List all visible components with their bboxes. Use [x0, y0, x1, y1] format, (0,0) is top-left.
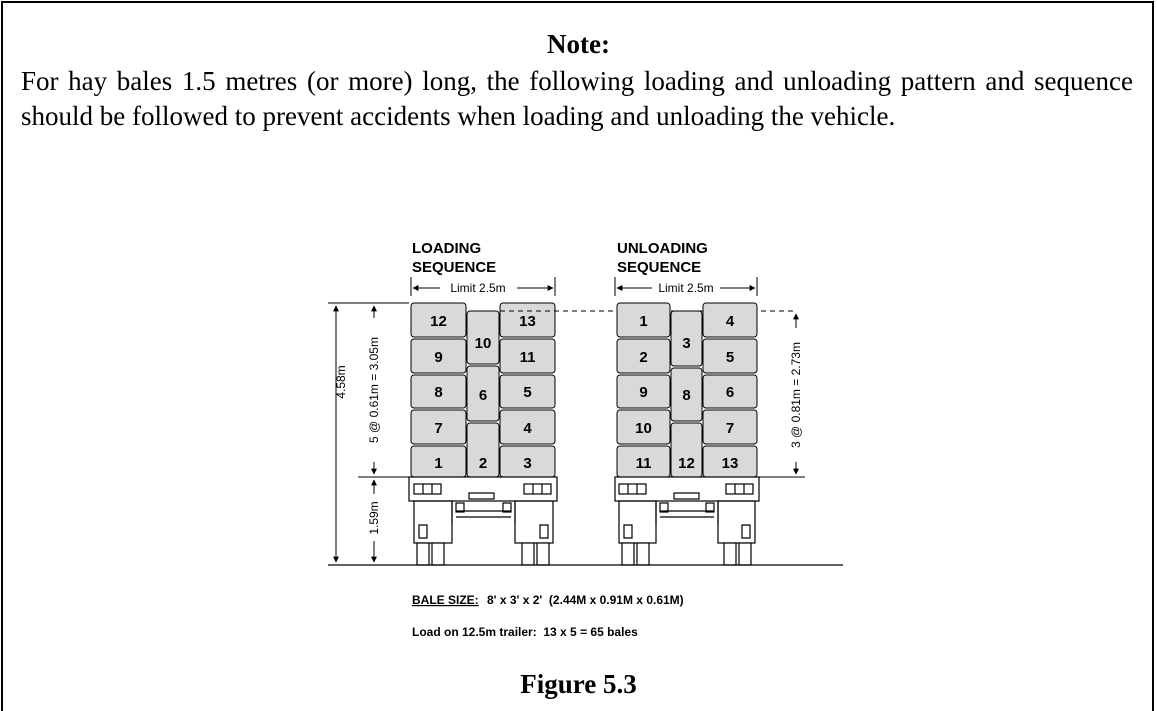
bale: 13 [499, 302, 556, 338]
note-heading: Note: [547, 29, 610, 59]
svg-text:4: 4 [726, 313, 735, 330]
loading-stack: 12 9 8 7 1 10 [410, 302, 556, 478]
loading-dim-total: 4.58m [334, 365, 348, 398]
bale: 4 [499, 409, 556, 445]
unloading-limit-dimension: Limit 2.5m [614, 277, 758, 296]
bale: 10 [466, 310, 500, 365]
unloading-truck-rear [614, 476, 760, 566]
svg-text:8: 8 [682, 387, 690, 404]
unloading-stack: 1 2 9 10 11 3 [616, 302, 758, 478]
svg-text:3: 3 [523, 455, 531, 472]
bale: 6 [466, 365, 500, 422]
svg-text:7: 7 [434, 420, 442, 437]
loading-limit-label: Limit 2.5m [450, 281, 505, 295]
loading-title-line1: LOADING [412, 240, 481, 257]
bale: 6 [702, 374, 758, 409]
bale: 2 [466, 422, 500, 478]
svg-text:12: 12 [430, 313, 447, 330]
bale: 10 [616, 409, 671, 445]
svg-text:5: 5 [523, 384, 531, 401]
svg-text:2: 2 [639, 349, 647, 366]
bale: 9 [410, 338, 467, 374]
bale: 4 [702, 302, 758, 338]
figure-caption: Figure 5.3 [520, 669, 637, 699]
bale: 8 [410, 374, 467, 409]
unloading-title-line1: UNLOADING [617, 240, 708, 257]
svg-text:3: 3 [682, 335, 690, 352]
loading-limit-dimension: Limit 2.5m [410, 277, 556, 296]
svg-text:5: 5 [726, 349, 734, 366]
bale: 11 [499, 338, 556, 374]
note-body: For hay bales 1.5 metres (or more) long,… [21, 66, 1133, 131]
bale: 13 [702, 445, 758, 478]
svg-text:10: 10 [635, 420, 652, 437]
svg-text:6: 6 [479, 387, 487, 404]
load-text: Load on 12.5m trailer: 13 x 5 = 65 bales [412, 625, 638, 639]
svg-text:9: 9 [639, 384, 647, 401]
unloading-title-line2: SEQUENCE [617, 259, 701, 276]
bale: 5 [499, 374, 556, 409]
bale: 1 [410, 445, 467, 478]
loading-height-dimensions: 4.58m 5 @ 0.61m = 3.05m 1.59m [328, 302, 409, 563]
bale: 3 [499, 445, 556, 478]
svg-text:13: 13 [722, 455, 739, 472]
svg-text:6: 6 [726, 384, 734, 401]
loading-truck-rear [408, 476, 558, 566]
bale: 5 [702, 338, 758, 374]
bale: 1 [616, 302, 671, 338]
svg-text:13: 13 [519, 313, 536, 330]
bale-size-label: BALE SIZE: [412, 593, 479, 607]
bale: 7 [702, 409, 758, 445]
svg-text:8: 8 [434, 384, 442, 401]
bale: 12 [410, 302, 467, 338]
svg-text:4: 4 [523, 420, 532, 437]
bale: 11 [616, 445, 671, 478]
bale: 2 [616, 338, 671, 374]
bale: 7 [410, 409, 467, 445]
unloading-height-dimension: 3 @ 0.81m = 2.73m [759, 313, 805, 478]
bale: 9 [616, 374, 671, 409]
svg-text:10: 10 [475, 335, 492, 352]
bale: 3 [670, 310, 703, 367]
loading-title-line2: SEQUENCE [412, 259, 496, 276]
svg-text:12: 12 [678, 455, 695, 472]
svg-text:11: 11 [520, 349, 536, 366]
loading-dim-stack: 5 @ 0.61m = 3.05m [367, 337, 381, 443]
bale: 8 [670, 367, 703, 422]
unloading-dim-stack: 3 @ 0.81m = 2.73m [789, 342, 803, 448]
svg-text:1: 1 [434, 455, 442, 472]
loading-dim-bed: 1.59m [367, 501, 381, 534]
unloading-limit-label: Limit 2.5m [658, 281, 713, 295]
svg-text:11: 11 [636, 455, 652, 472]
svg-text:9: 9 [434, 349, 442, 366]
bale-size-value: 8' x 3' x 2' (2.44M x 0.91M x 0.61M) [487, 593, 684, 607]
svg-text:2: 2 [479, 455, 487, 472]
svg-text:7: 7 [726, 420, 734, 437]
bale: 12 [670, 422, 703, 478]
svg-text:1: 1 [639, 313, 647, 330]
